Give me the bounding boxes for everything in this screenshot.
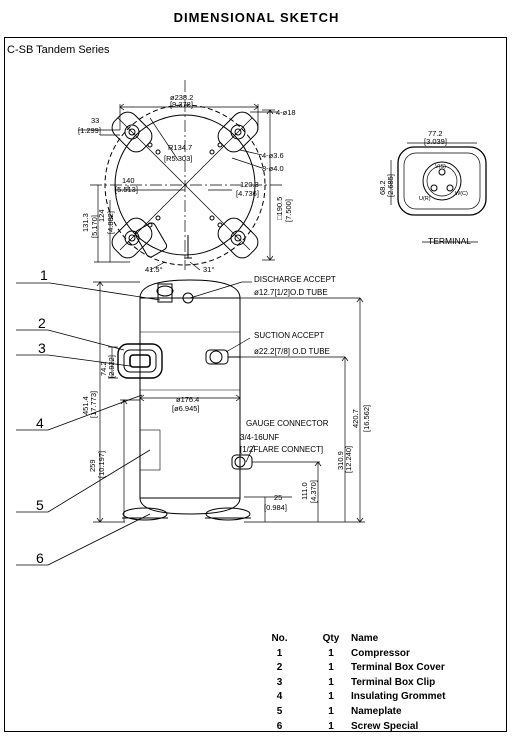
dim-451: 451.4 [81, 396, 90, 415]
callout-1: 1 [40, 267, 48, 283]
part-qty: 1 [328, 720, 334, 732]
pin-vs: V(S) [435, 164, 446, 170]
discharge-label: DISCHARGE ACCEPT [254, 275, 336, 284]
part-name: Screw Special [351, 720, 419, 732]
table-row: 5 1 Nameplate [248, 705, 445, 720]
part-no: 4 [276, 691, 283, 703]
sketch-title: DIMENSIONAL SKETCH [173, 10, 340, 25]
callout-2: 2 [38, 315, 46, 331]
part-name: Compressor [351, 647, 410, 659]
angle-41: 41.5° [145, 265, 163, 274]
dim-131-inch: [5.170] [90, 215, 99, 238]
callout-5: 5 [36, 497, 44, 513]
dim-190-inch: [7.500] [284, 199, 293, 222]
terminal-dim-h: 68.2 [378, 180, 387, 195]
dim-holes: 4‑ø18 [276, 108, 296, 117]
dim-124: 124 [97, 209, 106, 222]
dim-420-inch: [16.562] [362, 405, 371, 432]
dim-radius-inch: [R5.303] [164, 154, 192, 163]
mounting-feet [111, 111, 259, 259]
gauge-thread: 3/4‑16UNF [240, 433, 279, 442]
terminal-dim-w: 77.2 [428, 129, 443, 138]
part-qty: 1 [328, 647, 334, 659]
dim-124-inch: [4.882] [106, 211, 115, 234]
part-qty: 1 [328, 705, 334, 717]
dim-120-inch: [4.736] [236, 189, 259, 198]
parts-table: No. Qty Name 1 1 Compressor 2 1 Terminal… [248, 632, 445, 734]
dim-stud: 4‑ø3.6 [262, 151, 284, 160]
dim-259: 259 [88, 459, 97, 472]
parts-table-header: No. Qty Name [248, 632, 445, 647]
table-row: 1 1 Compressor [248, 647, 445, 662]
dia-body: ø176.4 [176, 395, 199, 404]
dim-140: 140 [122, 176, 135, 185]
part-name: Insulating Grommet [351, 691, 446, 703]
part-no: 2 [276, 662, 283, 674]
dim-111: 111.0 [300, 482, 309, 500]
dim-120: 120.3 [240, 180, 259, 189]
dim-width-inch: [9.378] [170, 100, 193, 109]
gauge-flare: [1/2FLARE CONNECT] [240, 445, 323, 454]
dim-190: □190.5 [275, 197, 284, 220]
part-no: 6 [276, 720, 283, 732]
header-qty: Qty [322, 633, 340, 644]
callout-leaders [16, 282, 161, 566]
top-view-outline [90, 80, 282, 270]
terminal-label: TERMINAL [428, 236, 471, 246]
dia-body-inch: [ø6.945] [172, 404, 200, 413]
series-label: C-SB Tandem Series [7, 44, 110, 56]
drawing-frame [4, 37, 507, 732]
part-no: 1 [276, 647, 283, 659]
header-name: Name [351, 633, 379, 644]
dim-111-inch: [4.370] [309, 480, 318, 503]
part-qty: 1 [328, 676, 334, 688]
dim-259-inch: [10.197] [97, 451, 106, 478]
terminal-dim-h-inch: [2.685] [386, 174, 395, 197]
dim-131: 131.3 [81, 213, 90, 232]
part-name: Nameplate [351, 705, 402, 717]
table-row: 6 1 Screw Special [248, 720, 445, 735]
terminal-view [390, 142, 487, 243]
header-no: No. [271, 633, 288, 644]
callout-3: 3 [38, 340, 46, 356]
part-qty: 1 [328, 662, 334, 674]
angle-31: 31° [203, 265, 214, 274]
callout-numbers: 1 2 3 4 5 6 [36, 267, 48, 566]
dim-radius: R134.7 [168, 143, 192, 152]
suction-label: SUCTION ACCEPT [254, 331, 324, 340]
part-no: 5 [276, 705, 283, 717]
part-name: Terminal Box Clip [351, 676, 436, 688]
dim-310: 310.9 [336, 451, 345, 470]
dim-451-inch: [17.773] [89, 391, 98, 418]
dim-25: 25 [274, 493, 282, 502]
dim-pin: 8‑ø4.0 [262, 164, 284, 173]
dim-742-inch: [2.922] [107, 355, 116, 378]
part-name: Terminal Box Cover [351, 662, 445, 674]
pin-wc: W(C) [455, 191, 468, 197]
discharge-size: ø12.7[1/2]O.D TUBE [254, 288, 328, 297]
gauge-label: GAUGE CONNECTOR [246, 419, 329, 428]
dim-140-inch: [5.513] [115, 185, 138, 194]
terminal-dim-w-inch: [3.039] [424, 137, 447, 146]
dim-width: ø238.2 [170, 93, 193, 102]
dim-742: 74.2 [99, 361, 108, 376]
table-row: 4 1 Insulating Grommet [248, 690, 446, 705]
dim-33: 33 [91, 116, 99, 125]
table-row: 2 1 Terminal Box Cover [248, 661, 445, 676]
callout-4: 4 [36, 415, 44, 431]
callout-6: 6 [36, 550, 44, 566]
part-qty: 1 [328, 691, 334, 703]
table-row: 3 1 Terminal Box Clip [248, 676, 445, 691]
suction-size: ø22.2[7/8] O.D TUBE [254, 347, 330, 356]
dim-33-inch: [1.299] [78, 126, 101, 135]
dim-25-inch: [0.984] [264, 503, 287, 512]
part-no: 3 [276, 676, 283, 688]
dim-310-inch: [12.240] [344, 446, 353, 473]
pin-ur: U(R) [419, 196, 431, 202]
dim-420: 420.7 [351, 409, 360, 428]
